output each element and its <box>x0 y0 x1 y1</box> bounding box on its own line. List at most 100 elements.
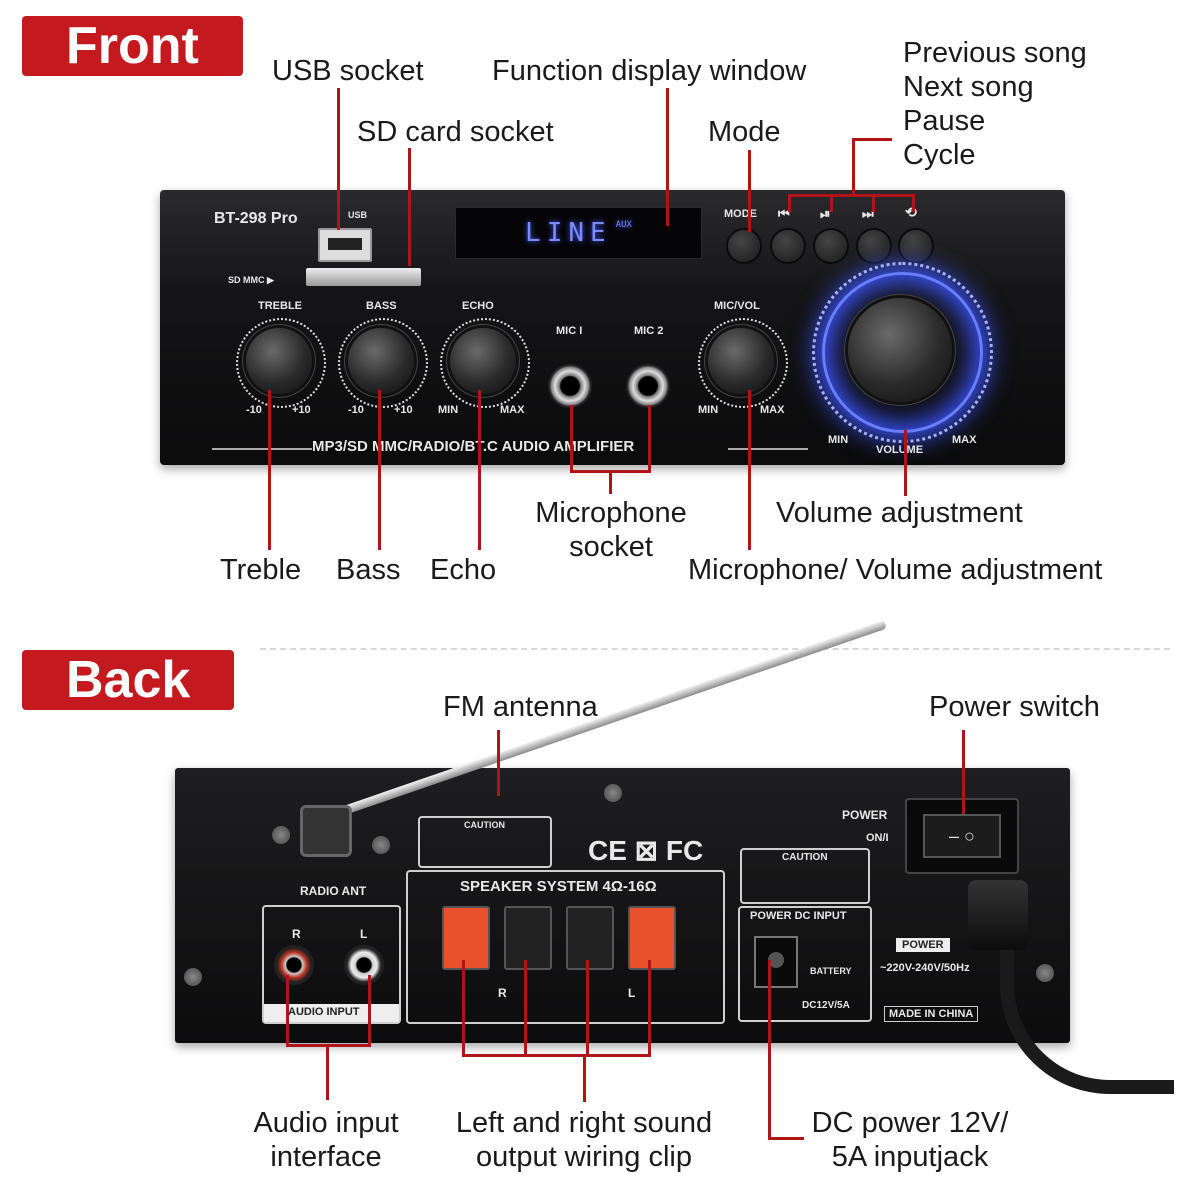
lead-buttons-h1 <box>852 138 892 141</box>
bass-knob[interactable] <box>348 328 414 394</box>
lead-sd <box>408 148 411 266</box>
lead-clip-v <box>583 1054 586 1102</box>
echo-max: MAX <box>500 404 525 416</box>
lead-usb <box>337 88 340 230</box>
volume-text: VOLUME <box>876 444 924 456</box>
previous-button[interactable] <box>772 230 804 262</box>
speaker-r-text: R <box>498 986 507 1000</box>
sd-mmc-text: SD MMC ▶ <box>228 275 274 285</box>
rca-left-jack[interactable] <box>344 945 384 985</box>
lead-display <box>666 88 669 226</box>
power-cord <box>1000 950 1174 1094</box>
treble-text: TREBLE <box>258 300 302 312</box>
echo-knob[interactable] <box>450 328 516 394</box>
audio-input-text: AUDIO INPUT <box>288 1006 360 1018</box>
label-mic-volume-adjustment: Microphone/ Volume adjustment <box>688 554 1103 586</box>
label-sd-card-socket: SD card socket <box>357 116 554 148</box>
label-cycle: Cycle <box>903 139 976 171</box>
mode-text: MODE <box>724 208 757 220</box>
label-mode: Mode <box>708 116 781 148</box>
label-fm-antenna: FM antenna <box>443 691 598 723</box>
section-divider <box>260 648 1170 650</box>
sd-card-slot[interactable] <box>306 268 421 286</box>
caution-label-left: CAUTION <box>418 816 552 868</box>
display-text: LINE <box>525 218 612 248</box>
mic-vol-knob[interactable] <box>708 328 774 394</box>
label-dc-power-2: 5A inputjack <box>831 1141 989 1173</box>
strip-line-right <box>728 448 808 450</box>
clip-l-plus[interactable] <box>628 906 676 970</box>
clip-l-minus[interactable] <box>566 906 614 970</box>
clip-r-minus[interactable] <box>504 906 552 970</box>
lead-echo <box>478 390 481 550</box>
on-off-text: ON/I <box>866 832 889 844</box>
next-button[interactable] <box>858 230 890 262</box>
label-audio-input-1: Audio input <box>253 1107 399 1139</box>
echo-text: ECHO <box>462 300 494 312</box>
mic-vol-ring <box>698 318 788 408</box>
back-section-tag: Back <box>22 650 235 710</box>
volume-max: MAX <box>952 434 977 446</box>
made-in-china-text: MADE IN CHINA <box>884 1006 979 1022</box>
ac-rating-text: ~220V-240V/50Hz <box>880 962 970 974</box>
mic-vol-text: MIC/VOL <box>714 300 760 312</box>
lead-dc-h <box>768 1137 804 1140</box>
lead-clip-3 <box>586 960 589 1056</box>
treble-max: +10 <box>292 404 311 416</box>
cycle-icon: ⟲ <box>905 204 917 220</box>
label-dc-power-1: DC power 12V/ <box>811 1107 1009 1139</box>
rca-r-text: R <box>292 927 301 941</box>
mic1-jack[interactable] <box>548 364 592 408</box>
treble-knob[interactable] <box>246 328 312 394</box>
treble-ring <box>236 318 326 408</box>
bass-ring <box>338 318 428 408</box>
label-lr-output-1: Left and right sound <box>455 1107 713 1139</box>
mode-button[interactable] <box>728 230 760 262</box>
lead-mic1 <box>570 405 573 473</box>
clip-r-plus[interactable] <box>442 906 490 970</box>
bass-min: -10 <box>348 404 364 416</box>
antenna-base <box>300 805 352 857</box>
lead-buttons-v3 <box>872 194 875 212</box>
screw-3 <box>604 784 622 802</box>
echo-min: MIN <box>438 404 459 416</box>
volume-knob[interactable] <box>848 298 952 402</box>
usb-port[interactable] <box>318 228 372 262</box>
dc-jack[interactable] <box>754 936 798 988</box>
lead-clip-h <box>462 1054 651 1057</box>
lead-buttons-v1 <box>788 194 791 212</box>
label-audio-input-2: interface <box>270 1141 382 1173</box>
label-microphone-socket-2: socket <box>569 531 653 563</box>
model-name: BT-298 Pro <box>214 210 298 227</box>
label-microphone-socket-1: Microphone <box>535 497 687 529</box>
volume-glow <box>822 272 983 433</box>
caution-text-right: CAUTION <box>782 852 828 863</box>
lead-clip-1 <box>462 960 465 1056</box>
label-usb-socket: USB socket <box>272 55 424 87</box>
display-aux: AUX <box>615 220 632 230</box>
certifications: CE ⊠ FC <box>588 835 704 866</box>
battery-text: BATTERY <box>810 966 852 976</box>
label-next-song: Next song <box>903 71 1034 103</box>
caution-text-left: CAUTION <box>464 820 505 830</box>
speaker-l-text: L <box>628 986 636 1000</box>
lead-clip-2 <box>524 960 527 1056</box>
volume-ring <box>812 262 993 443</box>
next-icon: ⏭ <box>862 206 874 221</box>
mic2-text: MIC 2 <box>634 325 664 337</box>
power-switch[interactable]: – ○ <box>923 814 1001 858</box>
mic-vol-max: MAX <box>760 404 785 416</box>
mic2-jack[interactable] <box>626 364 670 408</box>
lead-audio-r <box>286 975 289 1045</box>
rca-right-jack[interactable] <box>274 945 314 985</box>
lead-buttons-v4 <box>912 194 915 212</box>
pause-button[interactable] <box>815 230 847 262</box>
lead-mic-v <box>609 470 612 494</box>
dc-input-box: POWER DC INPUT BATTERY DC12V/5A <box>738 906 872 1022</box>
lead-buttons-v <box>852 138 855 196</box>
lead-buttons-v2 <box>830 194 833 212</box>
cycle-button[interactable] <box>900 230 932 262</box>
strip-line-left <box>212 448 312 450</box>
lead-mic2 <box>648 405 651 473</box>
mic1-text: MIC I <box>556 325 583 337</box>
